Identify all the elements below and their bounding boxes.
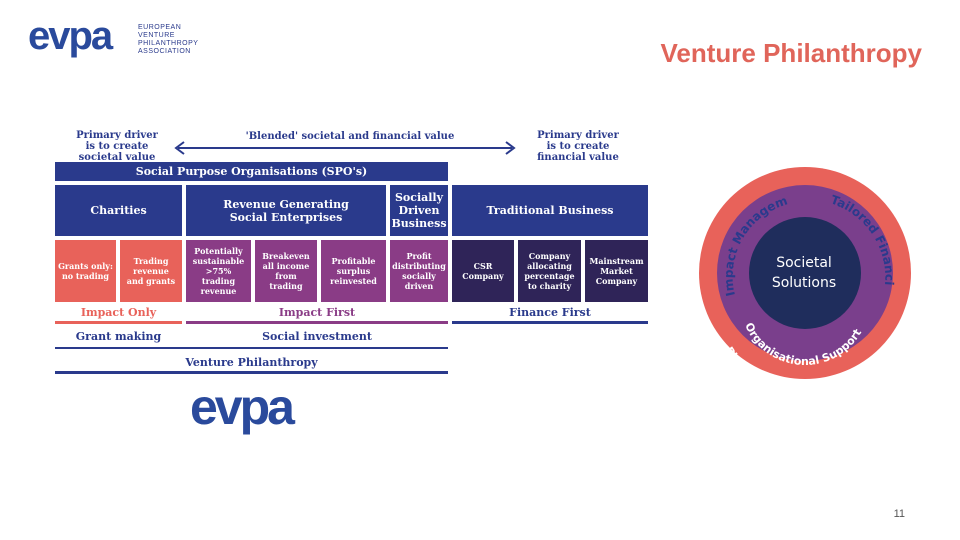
spo-bar: Social Purpose Organisations (SPO's) xyxy=(55,162,448,181)
sub-grants-only: Grants only: no trading xyxy=(55,240,116,302)
category-charities: Charities xyxy=(55,185,182,236)
category-traditional: Traditional Business xyxy=(452,185,648,236)
page-number: 11 xyxy=(893,508,905,520)
venture-philanthropy-circle: Impact Management Tailored Financing Org… xyxy=(695,145,911,398)
sub-trading-revenue-grants: Trading revenue and grants xyxy=(120,240,182,302)
sub-company-allocating: Company allocating percentage to charity xyxy=(518,240,581,302)
band-finance-first-line xyxy=(452,321,648,324)
sub-profitable-surplus: Profitable surplus reinvested xyxy=(321,240,386,302)
sub-breakeven: Breakeven all income from trading xyxy=(255,240,317,302)
band-social-investment: Social investment xyxy=(262,330,372,343)
page-title: Venture Philanthropy xyxy=(660,38,923,68)
band-impact-first-line xyxy=(186,321,448,324)
category-socially-driven: Socially Driven Business xyxy=(390,185,448,236)
band-grant-making: Grant making xyxy=(75,330,162,343)
band-social-line xyxy=(55,347,448,349)
evpa-bottom-logo: evpa xyxy=(190,379,295,435)
evpa-logo-wordmark: evpa xyxy=(28,14,113,58)
sub-potentially-sustainable: Potentially sustainable >75% trading rev… xyxy=(186,240,251,302)
sub-mainstream-market: Mainstream Market Company xyxy=(585,240,648,302)
sub-profit-distributing: Profit distributing socially driven xyxy=(390,240,448,302)
sub-csr-company: CSR Company xyxy=(452,240,514,302)
band-impact-first: Impact First xyxy=(278,306,356,319)
band-finance-first: Finance First xyxy=(509,306,591,319)
blended-label: 'Blended' societal and financial value xyxy=(245,131,455,142)
band-venture-philanthropy: Venture Philanthropy xyxy=(185,356,318,369)
circle-center-label: Societal Solutions xyxy=(771,255,837,291)
evpa-logo-tagline: EUROPEAN VENTURE PHILANTHROPY ASSOCIATIO… xyxy=(138,24,199,55)
band-impact-only-line xyxy=(55,321,182,324)
evpa-logo: evpa EUROPEAN VENTURE PHILANTHROPY ASSOC… xyxy=(28,14,199,64)
band-impact-only: Impact Only xyxy=(80,306,157,319)
blended-arrow xyxy=(174,141,516,155)
band-venture-line xyxy=(55,371,448,374)
category-revenue-generating: Revenue Generating Social Enterprises xyxy=(186,185,386,236)
inner-circle xyxy=(749,217,861,329)
